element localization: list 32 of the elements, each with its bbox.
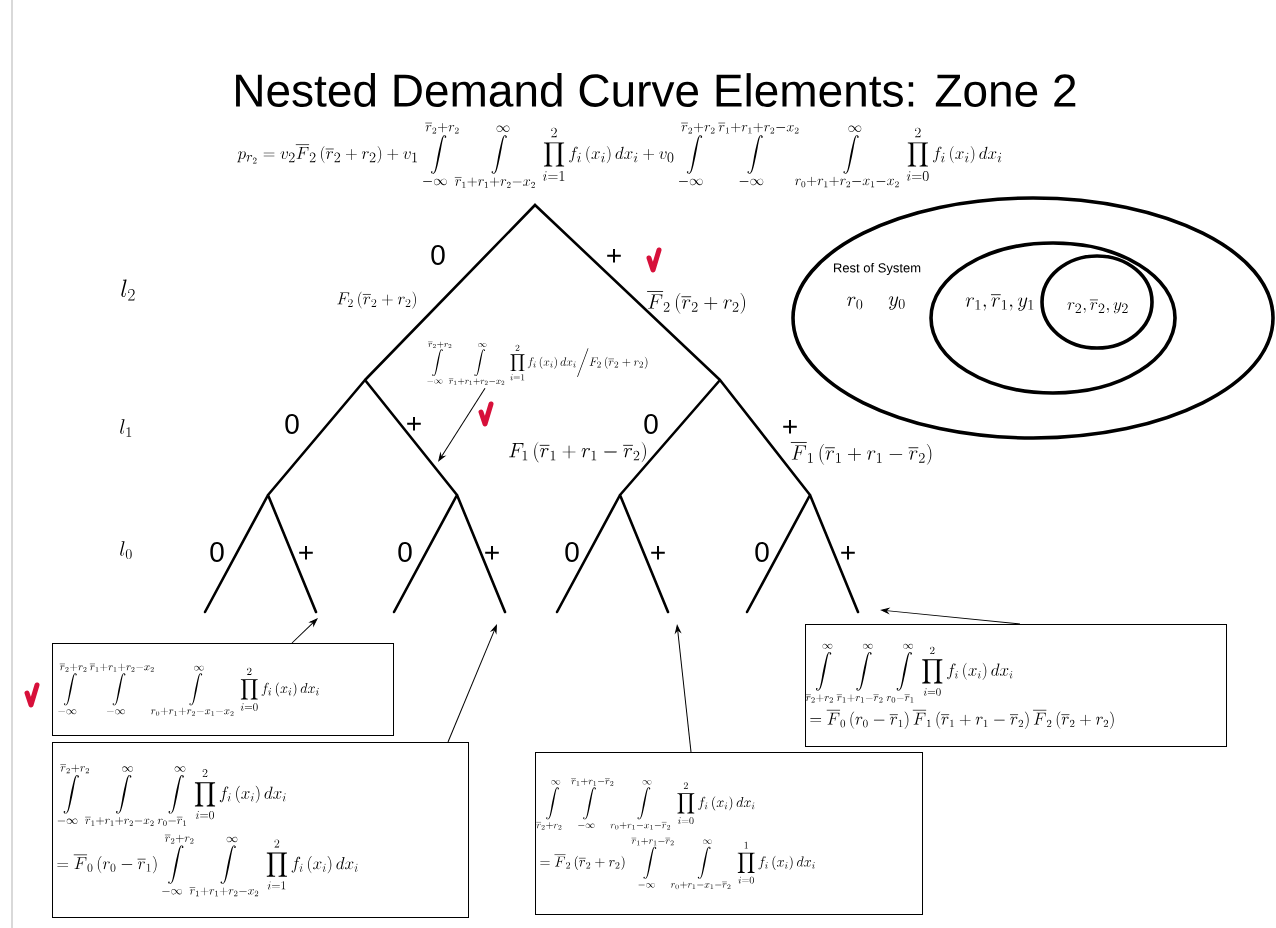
branch-label: 0 — [565, 542, 579, 562]
formula: $\overline{F}_1\left(\overline{r}_1+r_1-\overline{r}_2\right)$ — [790, 442, 932, 465]
formula: $\overline{F}_2\left(\overline{r}_2+r_2\right)$ — [647, 291, 745, 314]
formula: $l_0$ — [120, 541, 132, 560]
arrow — [881, 607, 1021, 625]
formula-box: $\int\limits_{\overline{r}_2+r_2}^{\infty} \int\limits_{-\infty}^{\overline{r}_1+r_1-\overline{r}_2} \int\limits_{r_0+r_1-x_1-\overline{r}_2}^{\infty} \prod_{i=0}^{2} f_i\left(x_i\right) dx_i$ $= \overline{F}_2\left(\overline{r}_2+r_2\right) \int\limits_{-\infty}^{\overline{r}_1+r_1-\overline{r}_2} \int\limits_{r_0+r_1-x_1-\overline{r}_2}^{\infty} \prod_{i=0}^{1} f_i\left(x_i\right) dx_i$ — [535, 752, 923, 915]
formula: $F_2\left(\overline{r}_2+r_2\right)$ — [337, 291, 416, 309]
formula: $\int\limits_{-\infty}^{\overline{r}_2+r_2} \int\limits_{\overline{r}_1+r_1+r_2-x_2}^{\infty} \prod_{i=1}^{2} f_i\left(x_i\right) dx_i \bigg/ F_2\left(\overline{r}_2+r_2\right)$ — [427, 341, 648, 385]
branch-label: + — [607, 248, 621, 263]
branch-label: 0 — [755, 542, 769, 562]
branch-label: + — [841, 545, 855, 560]
branch-label: + — [485, 545, 499, 560]
branch-label: 0 — [644, 414, 658, 434]
formula-box: $\int\limits_{\overline{r}_2+r_2}^{\infty} \int\limits_{\overline{r}_1+r_1-\overline{r}_2}^{\infty} \int\limits_{r_0-\overline{r}_1}^{\infty} \prod_{i=0}^{2} f_i\left(x_i\right) dx_i$ $= \overline{F}_0\left(r_0-\overline{r}_1\right) \overline{F}_1\left(\overline{r}_1+r_1-\overline{r}_2\right) \overline{F}_2\left(\overline{r}_2+r_2\right)$ — [805, 624, 1227, 747]
formula-box: $\int\limits_{-\infty}^{\overline{r}_2+r_2} \int\limits_{-\infty}^{\overline{r}_1+r_1+r_2-x_2} \int\limits_{r_0+r_1+r_2-x_1-x_2}^{\infty} \prod_{i=0}^{2} f_i\left(x_i\right) dx_i$ — [52, 643, 394, 736]
arrow — [438, 387, 486, 462]
branch-label: 0 — [285, 414, 299, 434]
arrow — [447, 624, 497, 743]
branch-label: 0 — [210, 542, 224, 562]
branch-label: + — [299, 545, 313, 560]
formula-box: $\int\limits_{-\infty}^{\overline{r}_2+r_2} \int\limits_{\overline{r}_1+r_1+r_2-x_2}^{\infty} \int\limits_{r_0-\overline{r}_1}^{\infty} \prod_{i=0}^{2} f_i\left(x_i\right) dx_i$ $= \overline{F}_0\left(r_0-\overline{r}_1\right) \int\limits_{-\infty}^{\overline{r}_2+r_2} \int\limits_{\overline{r}_1+r_1+r_2-x_2}^{\infty} \prod_{i=1}^{2} f_i\left(x_i\right) dx_i$ — [52, 742, 469, 918]
arrow — [291, 618, 318, 644]
branch-label: 0 — [398, 542, 412, 562]
title: Nested Demand Curve Elements: Zone 2 — [236, 73, 1076, 107]
arrow — [675, 625, 692, 753]
formula: $l_2$ — [121, 279, 135, 301]
formula: $F_1\left(\overline{r}_1+r_1-\overline{r}_2\right)$ — [509, 441, 646, 463]
branch-label: 0 — [431, 245, 445, 265]
formula: $l_1$ — [120, 419, 132, 437]
branch-label: + — [651, 545, 665, 560]
formula: $p_{r_2} = v_2 \overline{F}_2\left(\overline{r}_2+r_2\right) + v_1 \int\limits_{-\infty}^{\overline{r}_2+r_2} \int\limits_{\overline{r}_1+r_1+r_2-x_2}^{\infty} \prod_{i=1}^{2} f_i\left(x_i\right) dx_i + v_0 \int\limits_{-\infty}^{\overline{r}_2+r_2} \int\limits_{-\infty}^{\overline{r}_1+r_1+r_2-x_2} \int\limits_{r_0+r_1+r_2-x_1-x_2}^{\infty} \prod_{i=0}^{2} f_i\left(x_i\right) dx_i$ — [237, 122, 1002, 188]
branch-label: + — [407, 416, 421, 431]
